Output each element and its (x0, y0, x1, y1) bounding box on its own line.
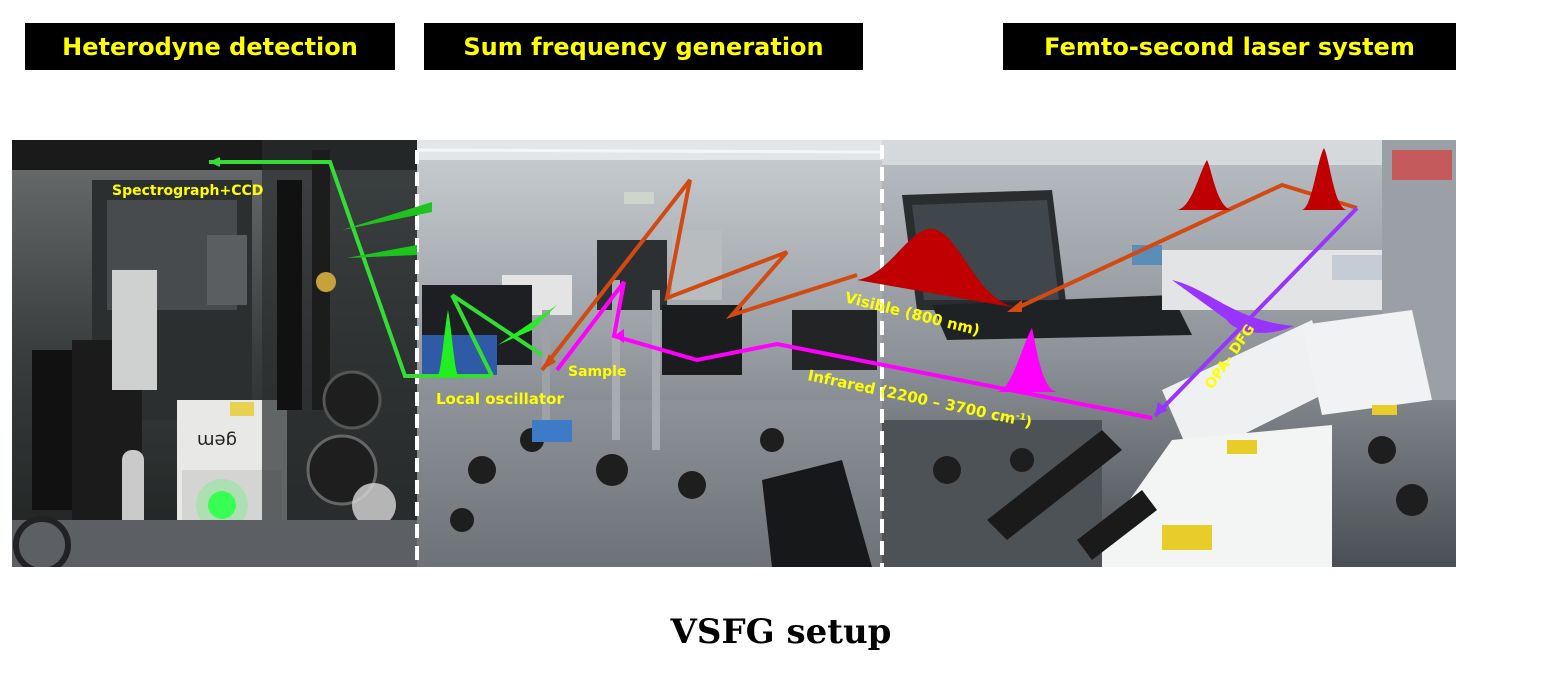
infrared-beam-path (555, 280, 1153, 420)
visible-pulse (857, 228, 1017, 308)
label-sample: Sample (568, 364, 626, 380)
header-heterodyne-detection: Heterodyne detection (25, 23, 395, 70)
laser-pulse-2 (1302, 148, 1347, 210)
photo-panel-laser (882, 140, 1456, 567)
signal-pulse-mid (498, 305, 557, 345)
figure-caption: VSFG setup (670, 612, 892, 652)
laser-pulse-1 (1177, 160, 1232, 210)
local-oscillator-pulse (437, 310, 459, 378)
photo-panel-sfg (416, 140, 883, 567)
label-local-oscillator: Local oscillator (436, 390, 564, 408)
photo-panel-heterodyne: gem (12, 140, 422, 567)
opa-beam-path (1153, 206, 1359, 418)
header-femtosecond-laser-system: Femto-second laser system (1003, 23, 1456, 70)
visible-sample-arrowhead (542, 354, 556, 370)
label-spectrograph-ccd: Spectrograph+CCD (112, 183, 263, 199)
visible-arrowhead (1007, 300, 1022, 312)
signal-pulse-lower (347, 245, 417, 258)
opa-arrowhead (1155, 402, 1168, 416)
opa-pulse (1172, 280, 1294, 333)
infrared-pulse (997, 328, 1057, 392)
header-sum-frequency-generation: Sum frequency generation (424, 23, 863, 70)
signal-arrowhead (209, 157, 220, 167)
signal-pulse-upper (342, 202, 432, 230)
setup-photograph: gem (12, 140, 1456, 567)
gem-device-label: gem (197, 430, 237, 451)
infrared-arrowhead (614, 329, 624, 343)
